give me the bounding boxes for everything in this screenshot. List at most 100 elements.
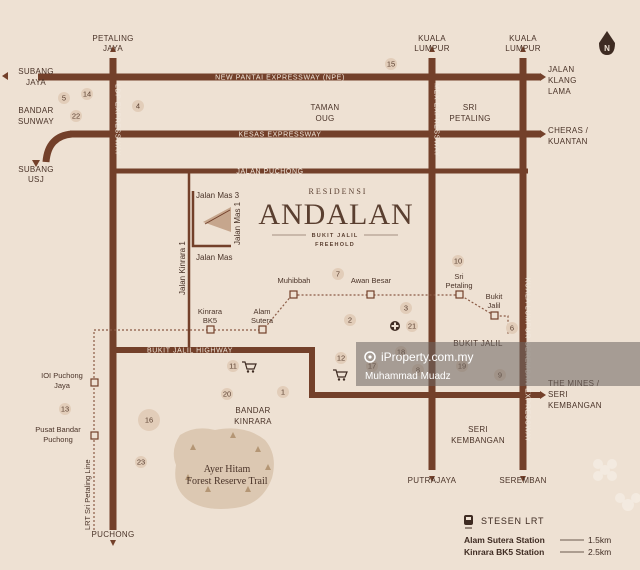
place-jalan-klang-lama: JALAN	[548, 65, 574, 74]
place-subang-usj-2: USJ	[28, 175, 44, 184]
label-lrt-line: LRT Sri Petaling Line	[83, 459, 92, 530]
place-seri-kembangan: SERI	[468, 425, 488, 434]
station-marker	[366, 290, 375, 299]
poi-11: 11	[229, 362, 237, 371]
poi-2: 2	[348, 316, 352, 325]
poi-numbers: 1 2 3 4 5 6 7 8 9 10 11 12 13 14 15 16 1…	[61, 60, 514, 467]
place-the-mines-2: SERI	[548, 390, 568, 399]
road-kesas-curve	[42, 130, 73, 163]
place-petaling-jaya-2: JAYA	[103, 44, 123, 53]
forest-reserve	[173, 428, 274, 509]
poi-12: 12	[337, 354, 345, 363]
label-jalan-mas-1: Jalan Mas 1	[233, 201, 242, 245]
label-jalan-puchong: JALAN PUCHONG	[236, 169, 303, 176]
poi-23: 23	[137, 458, 145, 467]
poi-15: 15	[387, 60, 395, 69]
station-sri-petaling-2: Petaling	[445, 281, 472, 290]
shopping-cart-icon	[242, 361, 257, 373]
label-bukit-jalil-highway: BUKIT JALIL HIGHWAY	[147, 348, 233, 355]
place-putrajaya: PUTRAJAYA	[408, 476, 457, 485]
lrt-legend: STESEN LRT Alam Sutera Station 1.5km Kin…	[464, 515, 611, 557]
poi-4: 4	[136, 102, 140, 111]
poi-13: 13	[61, 405, 69, 414]
poi-5: 5	[62, 94, 66, 103]
station-bukit-jalil: Bukit	[486, 292, 504, 301]
place-bandar-kinrara: BANDAR	[235, 406, 270, 415]
station-awan-besar: Awan Besar	[351, 276, 392, 285]
place-bandar-sunway-2: SUNWAY	[18, 117, 54, 126]
station-pusat-bandar: Pusat Bandar	[35, 425, 81, 434]
poi-22: 22	[72, 112, 80, 121]
compass-label: N	[604, 44, 610, 53]
label-jalan-mas: Jalan Mas	[196, 253, 232, 262]
brand-freehold: FREEHOLD	[315, 242, 355, 248]
train-icon	[464, 515, 473, 529]
legend-row1-dist: 1.5km	[588, 535, 611, 545]
place-taman-oug: TAMAN	[311, 103, 340, 112]
forest-label-2: Forest Reserve Trail	[186, 476, 267, 487]
place-bandar-sunway: BANDAR	[18, 106, 53, 115]
station-ioi-puchong: IOI Puchong	[41, 371, 83, 380]
place-subang-usj: SUBANG	[18, 165, 54, 174]
label-jalan-kinrara: Jalan Kinrara 1	[178, 241, 187, 295]
place-puchong: PUCHONG	[92, 530, 135, 539]
station-alam-sutera: Alam	[253, 307, 270, 316]
hospital-icon	[390, 321, 400, 331]
station-marker	[90, 378, 99, 387]
brand-bukit-jalil: BUKIT JALIL	[312, 233, 359, 239]
place-sri-petaling-2: PETALING	[449, 114, 490, 123]
watermark: iProperty.com.my Muhammad Muadz	[356, 342, 640, 386]
legend-row1-name: Alam Sutera Station	[464, 535, 545, 545]
place-kuala-lumpur-2b: LUMPUR	[505, 44, 541, 53]
station-marker	[490, 311, 499, 320]
legend-title: STESEN LRT	[481, 516, 544, 526]
site-plot	[203, 207, 231, 232]
label-ldp: LDP EXPRESSWAY	[114, 84, 121, 156]
place-jalan-klang-lama-3: LAMA	[548, 87, 571, 96]
road-network	[38, 58, 540, 530]
poi-1: 1	[281, 388, 285, 397]
station-alam-sutera-2: Sutera	[251, 316, 274, 325]
flower-decoration-icon	[593, 459, 640, 511]
station-pusat-bandar-2: Puchong	[43, 435, 73, 444]
place-kuala-lumpur-1: KUALA	[418, 34, 446, 43]
label-npe: NEW PANTAI EXPRESSWAY (NPE)	[215, 75, 345, 82]
lrt-line	[93, 294, 509, 530]
poi-3: 3	[404, 304, 408, 313]
brand-andalan: ANDALAN	[258, 198, 413, 231]
poi-14: 14	[83, 90, 91, 99]
station-marker	[206, 325, 215, 334]
lrt-stations	[90, 290, 499, 440]
poi-16: 16	[145, 416, 153, 425]
shopping-cart-icon	[333, 369, 348, 381]
station-marker	[90, 431, 99, 440]
place-seri-kembangan-2: KEMBANGAN	[451, 436, 505, 445]
road-arrows	[2, 46, 546, 546]
forest-label-1: Ayer Hitam	[204, 464, 251, 475]
poi-10: 10	[454, 257, 462, 266]
brand-residensi: RESIDENSI	[309, 187, 368, 196]
watermark-site: iProperty.com.my	[381, 350, 473, 364]
station-ioi-puchong-2: Jaya	[54, 381, 71, 390]
station-muhibbah: Muhibbah	[278, 276, 311, 285]
label-kesas: KESAS EXPRESSWAY	[238, 132, 321, 139]
poi-6: 6	[510, 324, 514, 333]
place-subang-jaya-2: JAYA	[26, 78, 46, 87]
station-kinrara: Kinrara	[198, 307, 223, 316]
label-jalan-mas-3: Jalan Mas 3	[196, 191, 240, 200]
place-sri-petaling: SRI	[463, 103, 477, 112]
station-kinrara-2: BK5	[203, 316, 217, 325]
label-mex: MEX EXPRESSWAY	[433, 83, 440, 157]
station-bukit-jalil-2: Jalil	[488, 301, 501, 310]
place-jalan-klang-lama-2: KLANG	[548, 76, 577, 85]
poi-7: 7	[336, 270, 340, 279]
station-marker	[455, 290, 464, 299]
station-sri-petaling: Sri	[454, 272, 464, 281]
poi-20: 20	[223, 390, 231, 399]
station-marker	[258, 325, 267, 334]
place-subang-jaya: SUBANG	[18, 67, 54, 76]
place-kuantan: KUANTAN	[548, 137, 588, 146]
legend-row2-name: Kinrara BK5 Station	[464, 547, 544, 557]
